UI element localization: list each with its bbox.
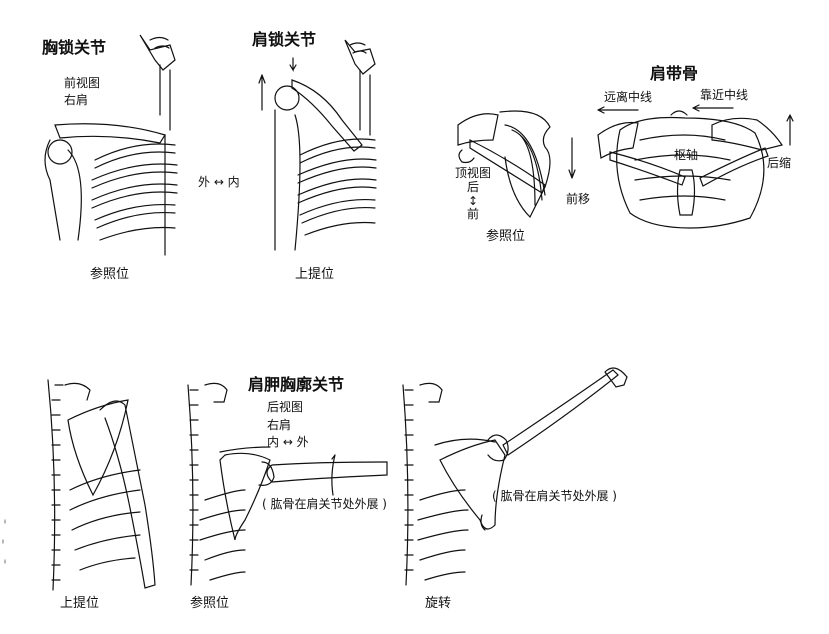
top-view-legend: 顶视图 后 ↕ 前 bbox=[453, 166, 493, 222]
acromioclavicular-title: 肩锁关节 bbox=[252, 30, 317, 49]
rotation-caption: 旋转 bbox=[425, 596, 452, 611]
toward-midline-label: 靠近中线 bbox=[700, 88, 749, 102]
shoulder-girdle-caption: 参照位 bbox=[486, 229, 526, 244]
lateral-medial-direction: 外 ↔ 内 bbox=[198, 175, 240, 189]
retraction-label: 后缩 bbox=[767, 156, 792, 170]
scapula-elevation-drawing bbox=[47, 379, 156, 591]
posterior-label: 后 bbox=[466, 179, 479, 194]
sternoclavicular-caption: 参照位 bbox=[90, 267, 130, 282]
anterior-label: 前 bbox=[466, 207, 479, 222]
posterior-view-label: 后视图 bbox=[267, 400, 304, 414]
away-midline-label: 远离中线 bbox=[604, 90, 653, 104]
sternoclavicular-drawing bbox=[44, 34, 178, 256]
sternoclavicular-side-label: 右肩 bbox=[64, 93, 89, 107]
shoulder-girdle-title: 肩带骨 bbox=[650, 64, 699, 83]
scapulothoracic-title: 肩胛胸廓关节 bbox=[248, 375, 345, 394]
scapula-rotation-drawing bbox=[402, 367, 628, 586]
scapula-reference-drawing bbox=[187, 382, 388, 586]
edge-marks bbox=[2, 519, 6, 564]
abduction-note-rotation: ( 肱骨在肩关节处外展 ) bbox=[492, 489, 617, 503]
sternoclavicular-title: 胸锁关节 bbox=[42, 38, 107, 57]
posterior-anterior-arrow: ↕ bbox=[467, 193, 479, 208]
reference-caption: 参照位 bbox=[190, 596, 230, 611]
shoulder-girdle-drawing bbox=[457, 104, 794, 229]
abduction-note-reference: ( 肱骨在肩关节处外展 ) bbox=[262, 497, 387, 511]
pivot-label: 枢轴 bbox=[674, 148, 699, 162]
medial-lateral-direction: 内 ↔ 外 bbox=[267, 435, 309, 449]
sternoclavicular-view-label: 前视图 bbox=[64, 76, 101, 90]
top-view-label: 顶视图 bbox=[454, 166, 491, 180]
acromioclavicular-drawing bbox=[258, 39, 377, 251]
protraction-label: 前移 bbox=[566, 192, 591, 206]
right-shoulder-label: 右肩 bbox=[267, 418, 292, 432]
acromioclavicular-caption: 上提位 bbox=[295, 267, 335, 282]
elevation-caption: 上提位 bbox=[60, 596, 100, 611]
